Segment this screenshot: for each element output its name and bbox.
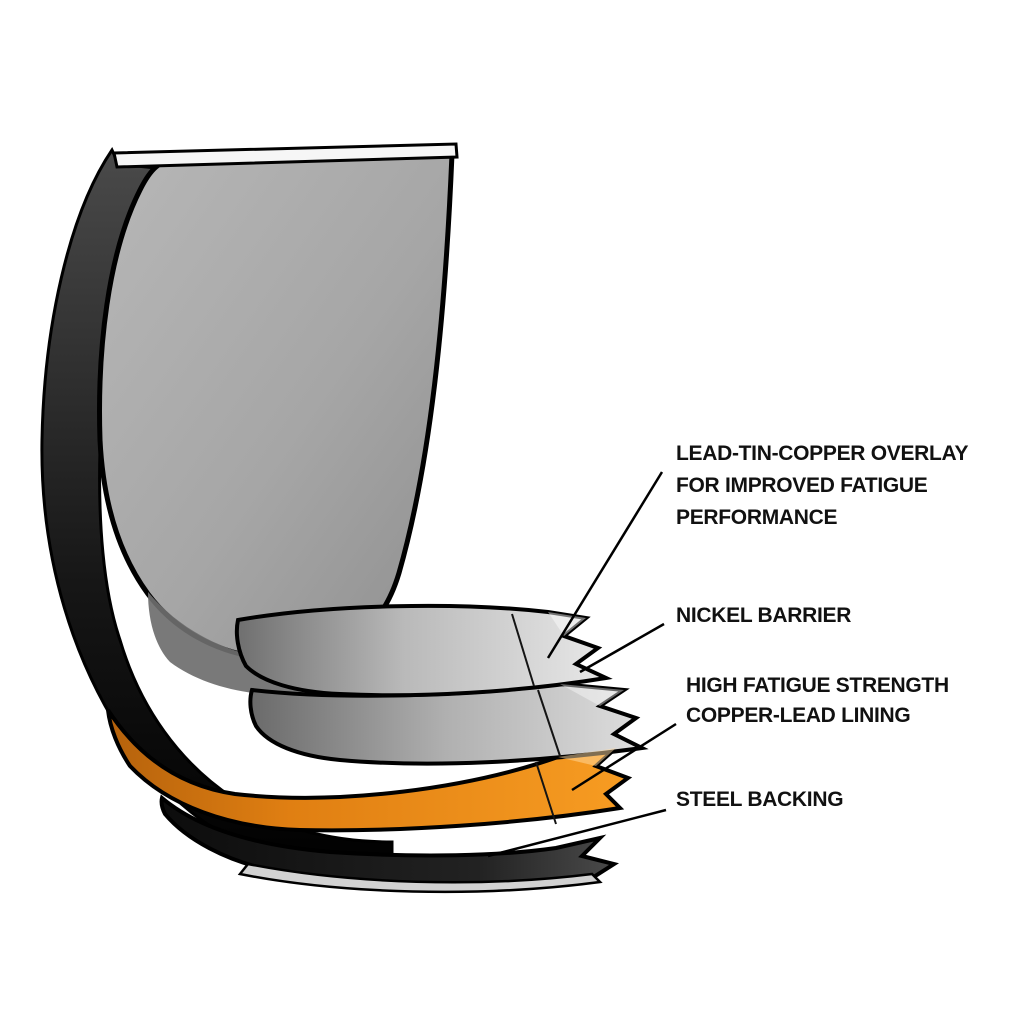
- leader-line-steel: [487, 808, 667, 858]
- crease-line-nickel: [537, 689, 561, 757]
- leader-line-overlay: [546, 471, 664, 659]
- label-steel: STEEL BACKING: [676, 788, 843, 811]
- layer-overlay: [234, 603, 613, 698]
- label-overlay-line-1: LEAD-TIN-COPPER OVERLAY: [676, 442, 968, 465]
- torn-facet-nickel: [560, 684, 624, 706]
- leader-line-copper-lead: [571, 722, 677, 792]
- crease-line-copper-lead: [535, 761, 557, 825]
- shell-top-rim: [112, 142, 459, 169]
- label-overlay-line-2: FOR IMPROVED FATIGUE: [676, 474, 928, 497]
- torn-facet-copper-lead: [558, 748, 616, 766]
- torn-facet-overlay: [548, 612, 586, 636]
- layer-steel-backing-lip: [237, 862, 603, 894]
- layer-copper-lead: [106, 708, 633, 833]
- label-copper-lead-line-2: COPPER-LEAD LINING: [686, 704, 910, 727]
- shell-inner-face: [97, 151, 455, 662]
- label-copper-lead-line-1: HIGH FATIGUE STRENGTH: [686, 674, 949, 697]
- label-overlay-line-3: PERFORMANCE: [676, 506, 837, 529]
- crease-line-overlay: [511, 613, 535, 687]
- label-nickel: NICKEL BARRIER: [676, 604, 851, 627]
- leader-line-nickel: [579, 622, 665, 674]
